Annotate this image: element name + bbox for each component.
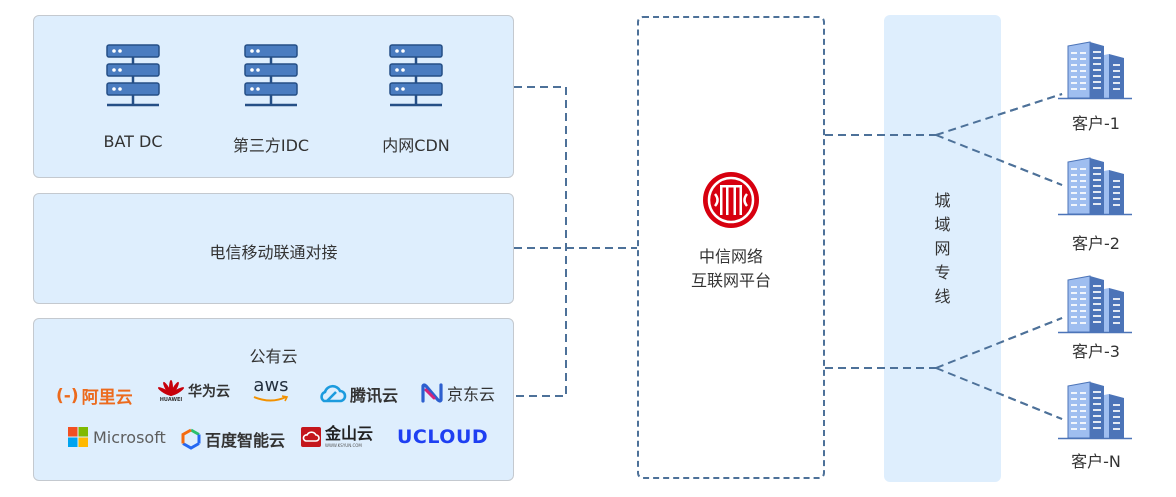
logo-ucloud: UCLOUD [397, 426, 488, 448]
server-rack-icon [244, 44, 298, 107]
logo-kingsoft-cloud: 金山云 WWW.KSYUN.COM [301, 425, 373, 448]
logo-baidu-cloud: 百度智能云 [181, 427, 285, 451]
building-icon [1058, 41, 1132, 100]
kingsoft-cloud-name: 金山云 [325, 424, 374, 443]
metro-line-char: 域 [934, 215, 951, 234]
datacenter-label: 第三方IDC [232, 136, 310, 155]
platform-box: 中信网络 互联网平台 [637, 16, 825, 479]
logo-aliyun: (-) 阿里云 [56, 383, 133, 409]
carrier-panel: 电信移动联通对接 [33, 193, 514, 304]
client-n: 客户-N [1058, 380, 1138, 471]
baidu-cloud-name: 百度智能云 [205, 431, 286, 450]
platform-title-line1: 中信网络 [698, 247, 763, 266]
carrier-label: 电信移动联通对接 [209, 243, 338, 262]
logo-microsoft: Microsoft [68, 427, 166, 447]
datacenter-item-bat [105, 43, 161, 107]
logo-tencent-cloud: 腾讯云 [317, 382, 398, 406]
metro-line-char: 网 [934, 239, 951, 258]
huawei-petal-icon: HUAWEI [158, 379, 184, 403]
jd-cloud-name: 京东云 [447, 385, 496, 404]
server-rack-icon [389, 44, 443, 107]
aws-name: aws [253, 375, 289, 396]
client-label: 客户-1 [1072, 114, 1120, 133]
logo-aws: aws [252, 377, 290, 403]
client-label: 客户-3 [1072, 342, 1120, 361]
logo-jd-cloud: 京东云 [420, 381, 495, 405]
public-cloud-panel: 公有云 (-) 阿里云 HUAWEI 华为云 aws [33, 318, 514, 481]
public-cloud-title: 公有云 [249, 347, 298, 366]
client-2: 客户-2 [1058, 156, 1138, 253]
aliyun-mark-icon: (-) [56, 385, 79, 406]
tencent-cloud-name: 腾讯云 [350, 386, 399, 405]
building-icon [1058, 275, 1132, 334]
client-3: 客户-3 [1058, 274, 1138, 361]
huawei-cloud-name: 华为云 [188, 384, 230, 400]
kingsoft-url: WWW.KSYUN.COM [325, 443, 362, 448]
jd-cloud-icon [421, 383, 443, 403]
tencent-cloud-icon [320, 384, 347, 403]
datacenter-label: 内网CDN [382, 136, 450, 155]
metro-line-band: 城 域 网 专 线 [884, 15, 1001, 482]
server-rack-icon [106, 44, 160, 107]
logo-huawei-cloud: HUAWEI 华为云 [158, 379, 230, 403]
metro-line-char: 专 [934, 263, 951, 282]
building-icon [1058, 157, 1132, 216]
datacenter-label: BAT DC [103, 132, 163, 151]
microsoft-grid-icon [68, 427, 88, 447]
client-label: 客户-N [1071, 452, 1121, 471]
aws-smile-icon [253, 395, 289, 402]
datacenter-panel: BAT DC 第三方IDC 内网CDN [33, 15, 514, 178]
aliyun-name: 阿里云 [81, 388, 133, 408]
datacenter-item-third-party-idc [243, 43, 299, 107]
client-1: 客户-1 [1058, 40, 1138, 133]
client-label: 客户-2 [1072, 234, 1120, 253]
citic-logo-icon [703, 172, 759, 228]
microsoft-name: Microsoft [93, 427, 166, 447]
metro-line-char: 线 [934, 287, 951, 306]
platform-title-line2: 互联网平台 [690, 271, 771, 290]
ucloud-name: UCLOUD [397, 426, 489, 448]
datacenter-item-intranet-cdn [388, 43, 444, 107]
connector-dc [514, 86, 567, 397]
metro-line-char: 城 [934, 191, 951, 210]
building-icon [1058, 381, 1132, 440]
baidu-hexagon-icon [181, 428, 201, 450]
kingsoft-cloud-icon [301, 426, 321, 447]
